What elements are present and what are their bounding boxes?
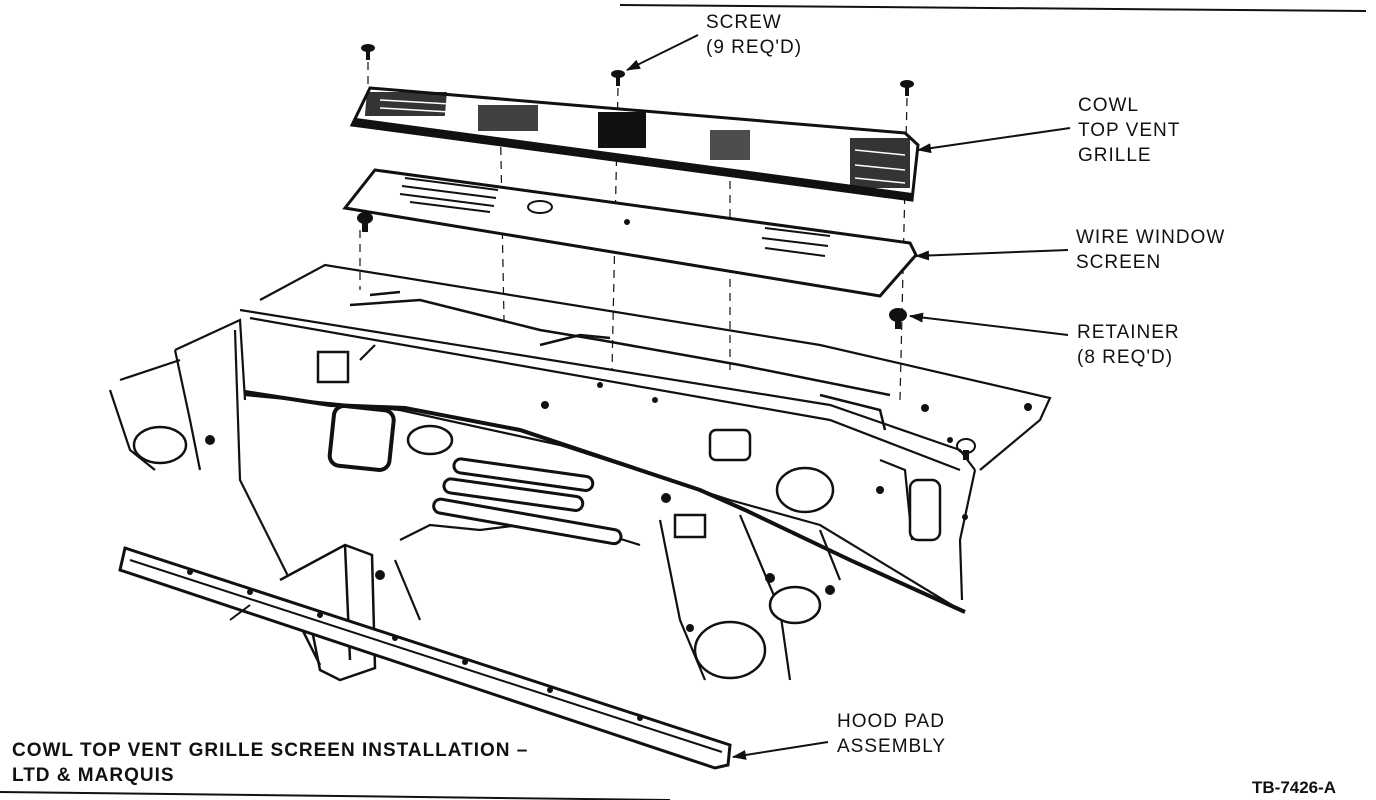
figure-caption: COWL TOP VENT GRILLE SCREEN INSTALLATION… bbox=[12, 740, 529, 786]
retainer-left bbox=[357, 212, 373, 232]
cowl-top-vent-grille bbox=[349, 86, 920, 202]
screen-leader bbox=[915, 249, 1069, 261]
panel-openings bbox=[132, 350, 942, 680]
hood-pad-label: HOOD PAD ASSEMBLY bbox=[837, 711, 947, 757]
screw-group bbox=[361, 44, 914, 96]
retainer-right bbox=[889, 308, 907, 329]
grille-leader bbox=[917, 127, 1071, 154]
screw-right bbox=[900, 80, 914, 96]
wire-screen-label: WIRE WINDOW SCREEN bbox=[1076, 227, 1226, 273]
hood-pad-assembly bbox=[118, 546, 732, 770]
screw-leader bbox=[626, 34, 699, 71]
figure-reference-number: TB-7426-A bbox=[1252, 778, 1337, 797]
top-border-line bbox=[619, 4, 1367, 12]
screw-left bbox=[361, 44, 375, 60]
retainer-leader bbox=[909, 312, 1069, 336]
cowl-body-panel bbox=[108, 263, 1052, 681]
cowl-grille-label: COWL TOP VENT GRILLE bbox=[1078, 95, 1181, 166]
wire-window-screen bbox=[342, 168, 918, 298]
screw-center bbox=[611, 70, 625, 86]
vent-slots bbox=[432, 457, 623, 546]
retainer-group bbox=[357, 212, 976, 460]
bottom-border-line bbox=[0, 791, 671, 800]
leader-arrows bbox=[626, 34, 1071, 760]
hood-pad-leader bbox=[732, 741, 829, 760]
retainer-label: RETAINER (8 REQ'D) bbox=[1077, 322, 1180, 368]
screw-label: SCREW (9 REQ'D) bbox=[706, 12, 803, 58]
retainer-far-right bbox=[956, 438, 976, 460]
panel-holes bbox=[205, 382, 1032, 632]
cowl-channel bbox=[349, 290, 891, 431]
